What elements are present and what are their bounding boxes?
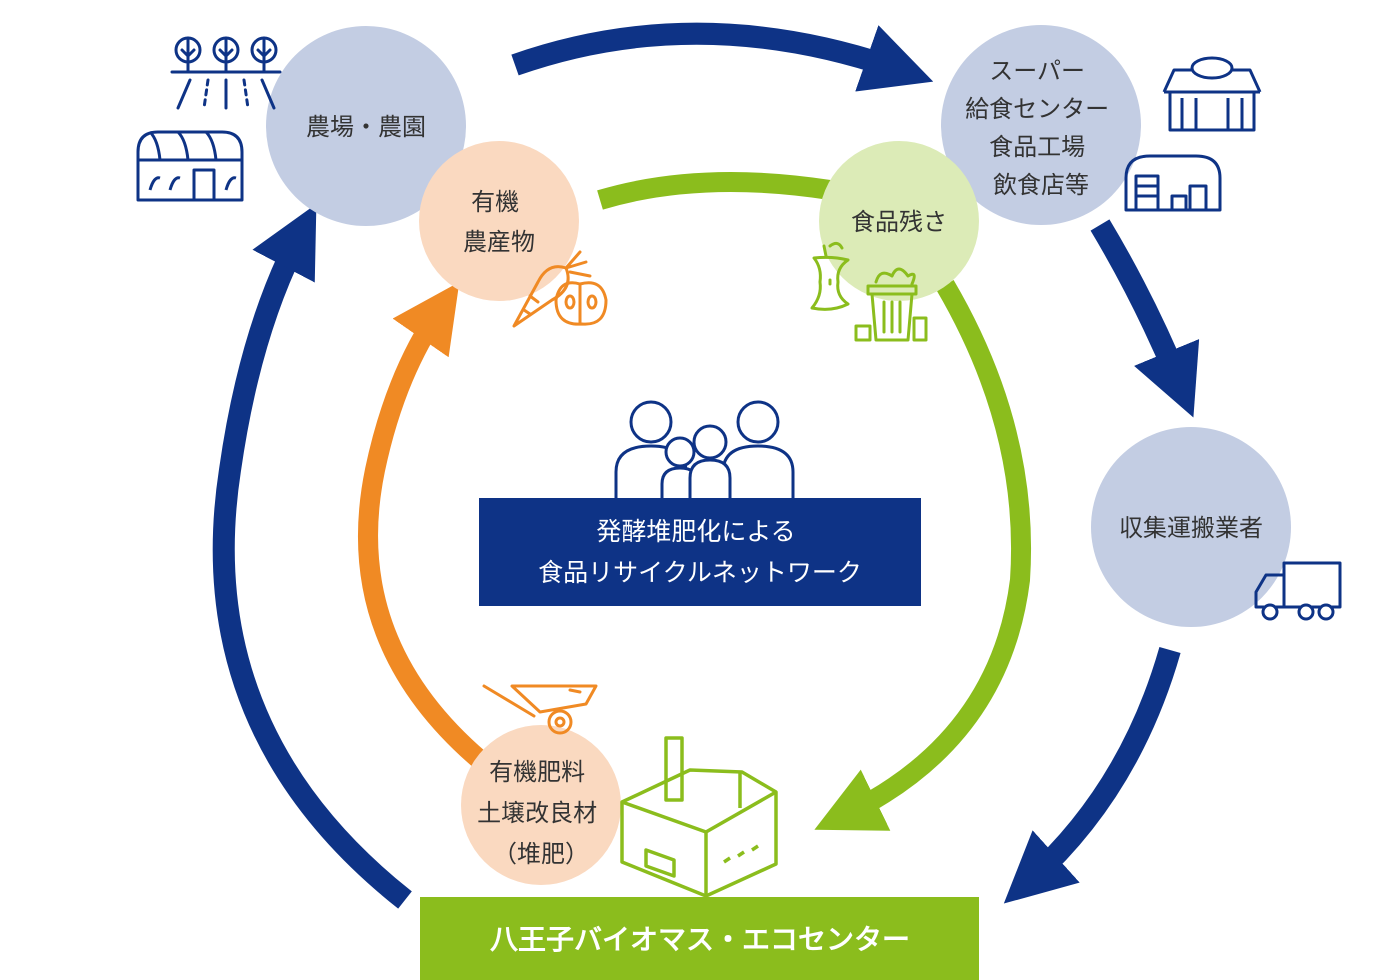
node-fertilizer-circle: [461, 725, 621, 885]
trees-field-icon: [170, 36, 282, 110]
store-icon: [1162, 56, 1262, 132]
arrow-fertilizer-to-produce: [358, 282, 487, 768]
trash-bin-icon: [854, 267, 928, 342]
node-retail-circle: [941, 25, 1141, 225]
arrow-farm-to-retail: [511, 22, 934, 92]
greenhouse-icon: [136, 130, 244, 202]
node-retail-label: スーパー 給食センター 食品工場 飲食店等: [965, 57, 1117, 199]
arrow-retail-to-collector: [1090, 219, 1200, 418]
truck-icon: [1254, 561, 1342, 621]
center-network-box: [479, 498, 921, 606]
arrow-collector-to-facility: [1003, 646, 1181, 904]
arrow-facility-to-farm: [212, 203, 412, 909]
facility-label: 八王子バイオマス・エコセンター: [490, 923, 910, 956]
family-icon: [614, 400, 795, 498]
node-fertilizer-label: 有機肥料 土壌改良材 （堆肥）: [477, 758, 605, 868]
carrot-apple-icon: [512, 250, 608, 328]
node-farm-circle: [266, 26, 466, 226]
arrow-waste-to-facility: [814, 279, 1032, 831]
node-produce-circle: [419, 141, 579, 301]
node-waste-circle: [819, 141, 979, 301]
wheelbarrow-icon: [482, 684, 598, 735]
center-network-label: 発酵堆肥化による 食品リサイクルネットワーク: [538, 517, 862, 587]
facility-banner: [420, 897, 979, 980]
arrow-produce-to-waste: [597, 172, 832, 210]
node-collector-label: 収集運搬業者: [1119, 514, 1263, 542]
node-farm-label: 農場・農園: [306, 113, 426, 141]
warehouse-icon: [1124, 154, 1222, 212]
node-produce-label: 有機 農産物: [463, 188, 535, 256]
node-waste-label: 食品残さ: [851, 208, 947, 236]
apple-core-icon: [810, 241, 850, 311]
node-collector-circle: [1091, 427, 1291, 627]
factory-icon: [620, 736, 778, 898]
